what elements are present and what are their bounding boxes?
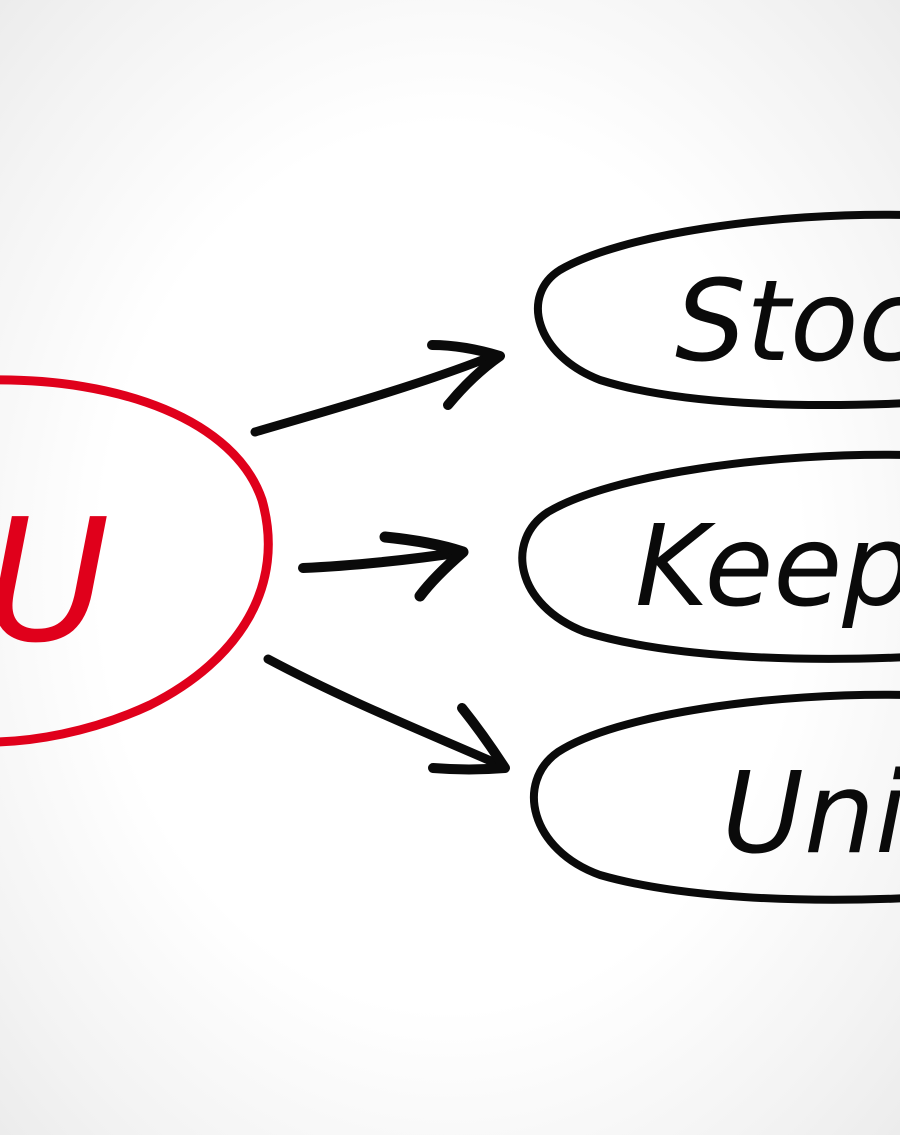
arrowhead-icon [427,340,505,410]
arrow-to-unit [263,654,510,775]
arrowhead-icon [428,703,510,775]
branch-ellipse [530,690,900,904]
branch-node-stock: Stock [533,210,900,410]
branch-label: Keeping [635,502,900,632]
center-circle [0,375,273,747]
arrow-to-keeping [298,531,469,602]
branch-node-unit: Unit [530,690,900,904]
center-node: SKU [0,375,273,747]
arrow-shaft [250,350,500,437]
branch-ellipse [518,450,900,663]
branch-node-keeping: Keeping [518,450,900,663]
arrow-to-stock [250,340,505,437]
branch-label: Unit [722,749,900,879]
arrow-shaft [263,654,505,770]
branch-label: Stock [675,257,900,387]
branch-ellipse [533,210,900,410]
arrowhead-icon [379,531,469,602]
center-label: SKU [0,483,110,681]
arrow-shaft [298,547,467,573]
